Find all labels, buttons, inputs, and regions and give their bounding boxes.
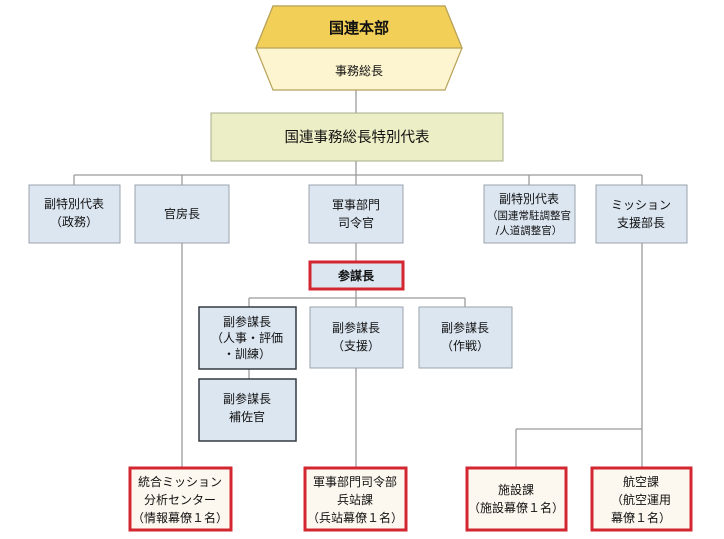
deputy-chief-operations-box	[418, 306, 513, 369]
aviation-section-line2: （航空運用	[611, 492, 671, 507]
aviation-section-line3: 幕僚１名）	[611, 510, 671, 525]
joint-mission-analysis-centre-box	[128, 466, 233, 532]
chief-of-staff-office-box	[134, 184, 230, 244]
deputy-chief-support-line2: （支援）	[332, 339, 380, 353]
deputy-chief-personnel-box	[198, 306, 297, 370]
force-commander-label-line2: 司令官	[338, 215, 374, 230]
deputy-special-representative-political-box	[28, 184, 121, 244]
deputy-chief-personnel-label: 副参謀長	[223, 314, 271, 329]
special-representative-label: 国連事務総長特別代表	[285, 129, 430, 146]
deputy-chief-assistant-label: 副参謀長	[223, 391, 271, 406]
un-headquarters-title: 国連本部	[329, 19, 389, 37]
chief-of-staff-office-label: 官房長	[164, 206, 200, 221]
deputy-special-representative-humanitarian-label: 副特別代表	[499, 191, 559, 206]
deputy-chief-assistant-box	[198, 378, 297, 442]
deputy-chief-personnel-line2: （人事・評価	[211, 330, 283, 345]
aviation-section-label: 航空課	[623, 474, 659, 489]
joint-mission-analysis-centre-line2: 分析センター	[144, 493, 216, 507]
joint-mission-analysis-centre-label: 統合ミッション	[138, 474, 222, 489]
mission-support-director-label-line2: 支援部長	[617, 215, 665, 230]
engineering-section-label: 施設課	[498, 482, 534, 497]
connector-lines	[73, 90, 643, 468]
chief-of-staff-label: 参謀長	[338, 268, 375, 283]
deputy-special-representative-political-label: 副特別代表	[44, 196, 104, 211]
deputy-special-representative-humanitarian-line3: /人道調整官）	[496, 224, 563, 237]
force-hq-logistics-label: 軍事部門司令部	[313, 474, 397, 489]
force-hq-logistics-line2: 兵站課	[337, 492, 373, 507]
mission-support-director-label-line1: ミッション	[611, 198, 671, 212]
deputy-chief-support-label: 副参謀長	[332, 320, 380, 335]
un-headquarters-band	[255, 5, 463, 49]
secretary-general-label: 事務総長	[335, 64, 383, 78]
deputy-special-representative-humanitarian-line2: （国連常駐調整官	[487, 209, 571, 222]
chief-of-staff-box	[308, 260, 405, 291]
force-hq-logistics-line3: （兵站幕僚１名）	[307, 510, 403, 525]
deputy-special-representative-humanitarian-box	[483, 184, 576, 244]
special-representative-box	[210, 112, 504, 162]
aviation-section-box	[590, 466, 693, 532]
deputy-chief-operations-label: 副参謀長	[441, 320, 489, 335]
deputy-chief-operations-line2: （作戦）	[441, 339, 489, 353]
force-commander-box	[308, 184, 404, 244]
mission-support-director-box	[595, 184, 688, 244]
deputy-special-representative-political-sublabel: （政務）	[50, 215, 98, 229]
deputy-chief-assistant-line2: 補佐官	[229, 409, 265, 424]
engineering-section-line2: （施設幕僚１名）	[468, 500, 564, 515]
deputy-chief-personnel-line3: ・訓練）	[223, 346, 271, 361]
joint-mission-analysis-centre-line3: （情報幕僚１名）	[132, 510, 228, 525]
deputy-chief-support-box	[309, 306, 404, 369]
engineering-section-box	[465, 466, 568, 532]
force-commander-label-line1: 軍事部門	[332, 197, 380, 212]
force-hq-logistics-box	[303, 466, 408, 532]
